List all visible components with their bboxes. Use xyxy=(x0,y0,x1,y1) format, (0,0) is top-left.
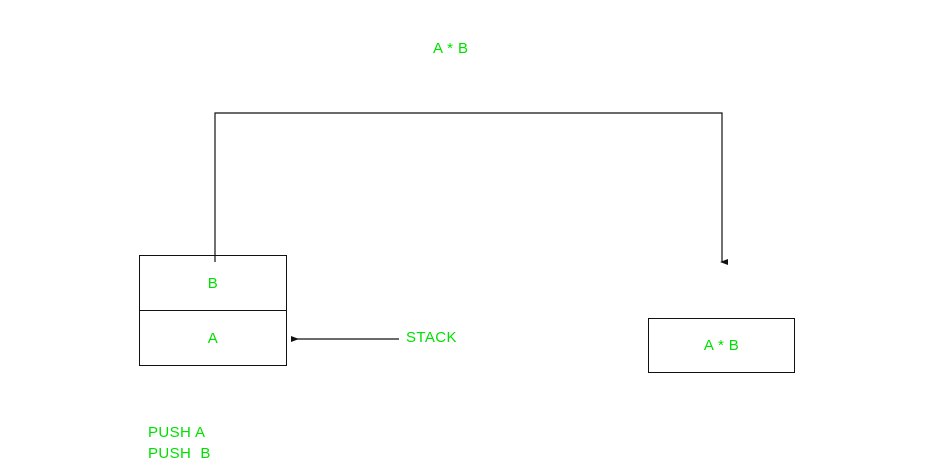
expression-title: A * B xyxy=(433,40,469,57)
stack-box: B A xyxy=(139,255,287,366)
instruction-list: PUSH A PUSH B xyxy=(148,424,211,462)
stack-to-result-connector xyxy=(214,112,728,265)
result-box-label: A * B xyxy=(703,337,740,354)
stack-cell-top-label: B xyxy=(207,274,219,292)
stack-cell-bottom: A xyxy=(140,311,286,366)
stack-cell-bottom-label: A xyxy=(207,330,219,347)
stack-cell-top: B xyxy=(140,256,286,311)
result-box: A * B xyxy=(648,318,795,373)
stack-label: STACK xyxy=(406,329,457,346)
